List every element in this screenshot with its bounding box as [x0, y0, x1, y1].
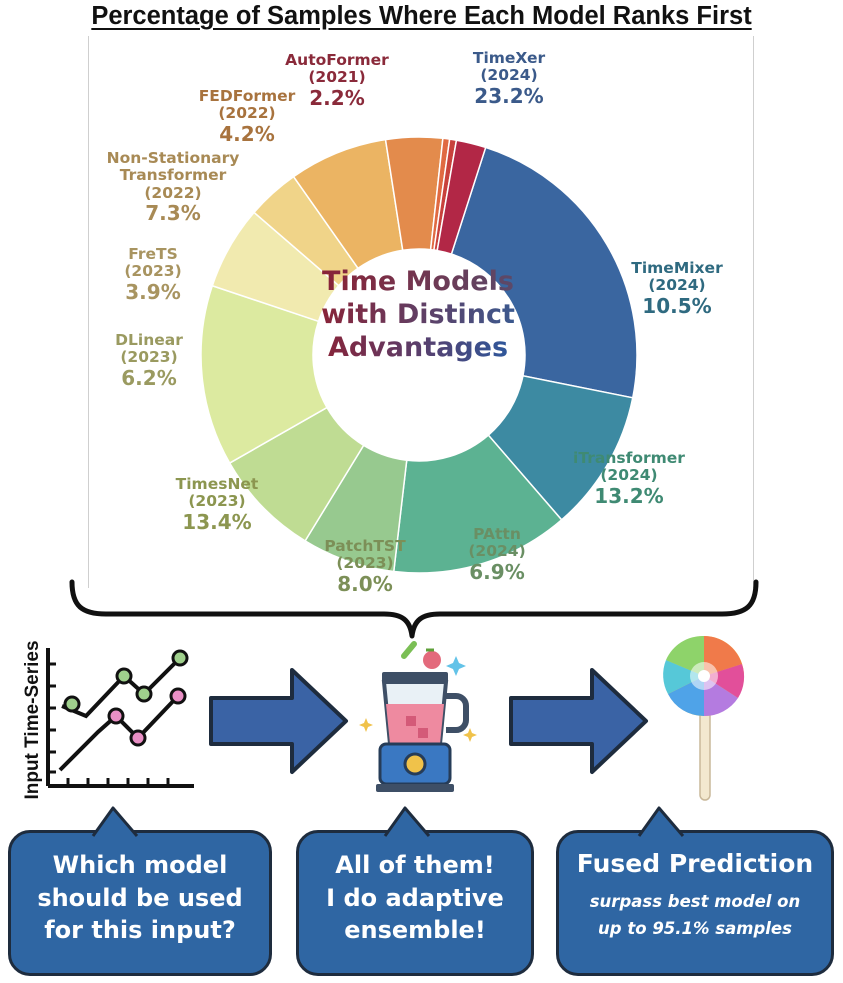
label-timemixer: TimeMixer(2024)10.5%: [631, 259, 723, 318]
fused-prediction-title: Fused Prediction: [576, 849, 814, 878]
answer-line-3: ensemble!: [344, 916, 486, 945]
bubble-tail: [91, 806, 139, 837]
question-line-2: should be used: [37, 883, 243, 912]
label-itransformer: iTransformer(2024)13.2%: [573, 449, 685, 508]
arrow-right-icon: [509, 668, 648, 774]
answer-line-1: All of them!: [335, 851, 495, 879]
lollipop-icon: [663, 635, 745, 801]
fused-prediction-bubble: Fused Prediction surpass best model on u…: [556, 806, 834, 976]
label-dlinear: DLinear(2023)6.2%: [115, 331, 183, 390]
donut-center-text: Time Models with Distinct Advantages: [318, 266, 518, 365]
center-line-1: Time Models: [318, 266, 518, 299]
curly-brace: [69, 579, 759, 639]
center-line-3: Advantages: [318, 332, 518, 365]
label-fedformer: FEDFormer(2022)4.2%: [198, 87, 296, 146]
question-line-1: Which model: [52, 851, 228, 879]
bubble-tail: [637, 806, 685, 837]
bubble-tail: [383, 806, 431, 837]
donut-slice-autoformer: [436, 139, 487, 256]
label-patchtst: PatchTST(2023)8.0%: [324, 537, 406, 596]
answer-line-2: I do adaptive: [326, 883, 504, 912]
question-line-3: for this input?: [44, 916, 236, 945]
label-timexer: TimeXer(2024)23.2%: [472, 49, 546, 108]
label-pattn: PAttn(2024)6.9%: [468, 525, 526, 584]
question-bubble: Which model should be used for this inpu…: [8, 806, 272, 976]
chart-title: Percentage of Samples Where Each Model R…: [91, 2, 752, 30]
donut-chart-frame: TimeXer(2024)23.2% TimeMixer(2024)10.5% …: [88, 36, 754, 595]
blender-icon: [359, 641, 477, 792]
label-frets: FreTS(2023)3.9%: [124, 245, 182, 304]
fused-prediction-sub-2: up to 95.1% samples: [598, 918, 792, 938]
time-series-chart-icon: [46, 648, 194, 788]
center-line-2: with Distinct: [318, 299, 518, 332]
fused-prediction-sub-1: surpass best model on: [589, 892, 801, 911]
label-timesnet: TimesNet(2023)13.4%: [175, 475, 259, 534]
answer-bubble: All of them! I do adaptive ensemble!: [296, 806, 534, 976]
donut-chart: [200, 136, 638, 574]
donut-slice-timexer: [450, 146, 638, 399]
label-autoformer: AutoFormer(2021)2.2%: [285, 51, 389, 110]
arrow-right-icon: [209, 668, 348, 774]
